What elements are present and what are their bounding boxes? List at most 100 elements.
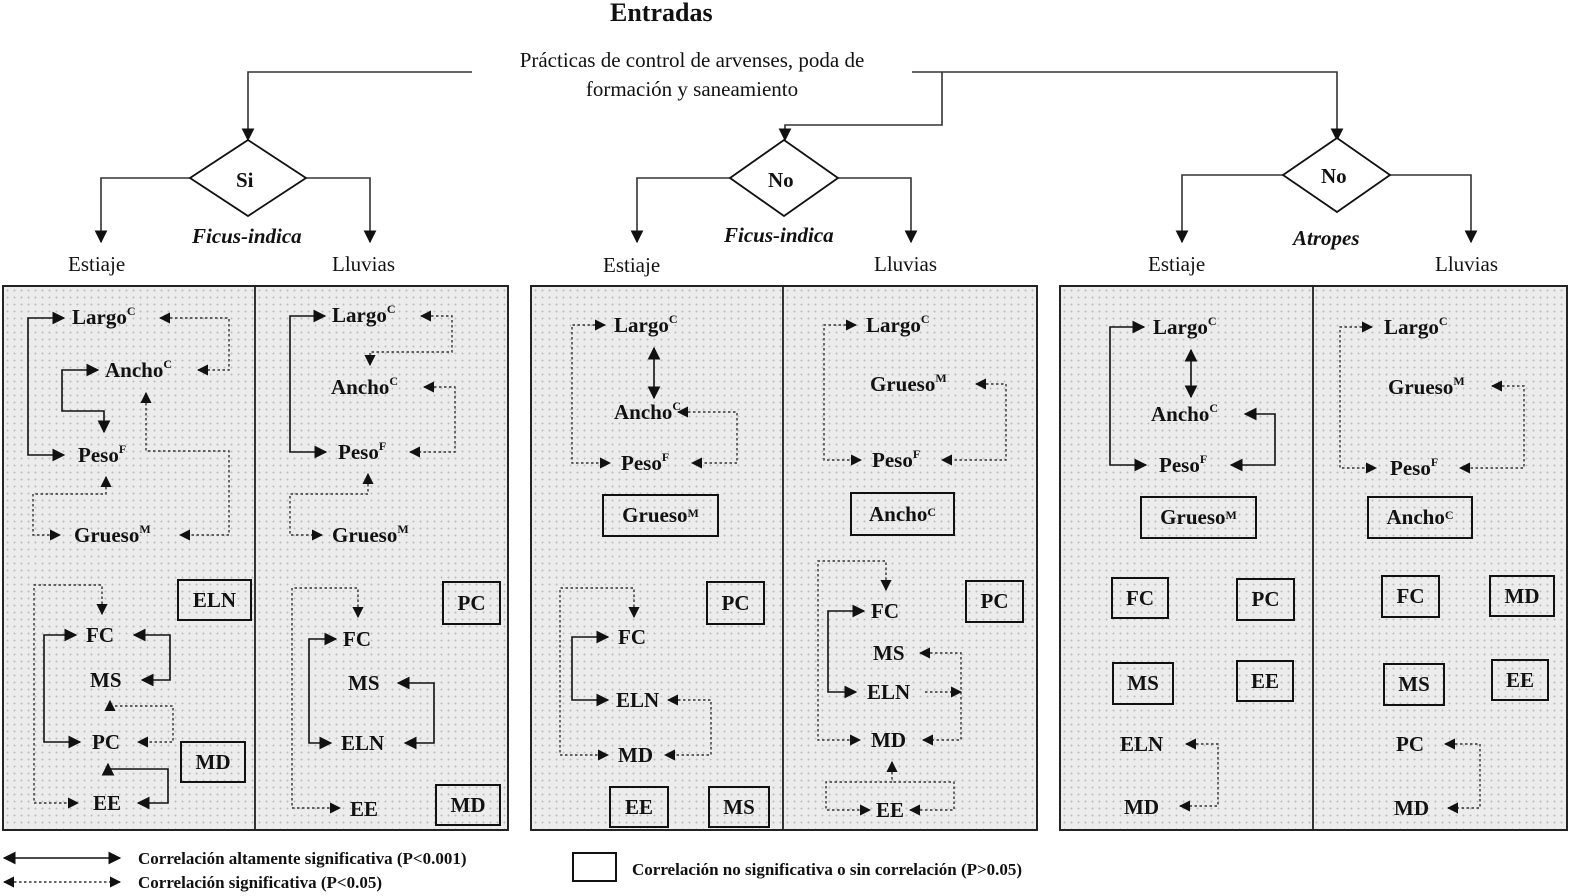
dotted-arrow bbox=[104, 699, 174, 748]
var-ancho: AnchoC bbox=[331, 374, 399, 399]
var-largo: LargoC bbox=[614, 312, 678, 337]
var-ancho: AnchoC bbox=[614, 399, 682, 424]
branch-line bbox=[630, 177, 730, 244]
decision-label: No bbox=[768, 168, 794, 192]
solid-arrow bbox=[289, 309, 328, 459]
dotted-arrow bbox=[33, 584, 108, 809]
branch-line bbox=[94, 177, 190, 244]
solid-arrow bbox=[43, 628, 82, 749]
var-ancho: AnchoC bbox=[1151, 401, 1219, 426]
var-largo: LargoC bbox=[1384, 314, 1448, 339]
dotted-arrow bbox=[918, 647, 962, 746]
decision-label: No bbox=[1321, 164, 1347, 188]
decision-diamond bbox=[1281, 136, 1392, 214]
var-largo: LargoC bbox=[1153, 314, 1217, 339]
var-grueso: GruesoM bbox=[1388, 374, 1465, 399]
var-ee: EE bbox=[350, 797, 379, 821]
dotted-arrow bbox=[676, 406, 738, 469]
box-pc: PC bbox=[442, 581, 501, 625]
var-eln: ELN bbox=[867, 680, 911, 704]
var-peso: PesoF bbox=[621, 450, 670, 475]
legend-high: Correlación altamente significativa (P<0… bbox=[138, 849, 467, 868]
var-ms: MS bbox=[90, 668, 122, 692]
var-pc: PC bbox=[92, 730, 120, 754]
box-ms: MS bbox=[1383, 663, 1445, 706]
dotted-arrow bbox=[32, 475, 112, 541]
box-ee: EE bbox=[609, 786, 669, 828]
panel-divider bbox=[782, 287, 784, 829]
decision-diamond bbox=[188, 138, 308, 218]
solid-arrow bbox=[1229, 407, 1276, 472]
box-md: MD bbox=[435, 784, 501, 826]
var-fc: FC bbox=[618, 625, 646, 649]
var-peso: PesoF bbox=[1159, 452, 1208, 477]
box-ms: MS bbox=[1112, 662, 1174, 705]
solid-arrow bbox=[827, 604, 866, 699]
dotted-arrow bbox=[140, 391, 230, 541]
solid-arrow bbox=[27, 311, 66, 462]
var-peso: PesoF bbox=[338, 439, 387, 464]
box-pc: PC bbox=[706, 581, 765, 625]
season-dry: Estiaje bbox=[603, 253, 661, 277]
var-md: MD bbox=[618, 743, 653, 767]
dotted-arrow bbox=[1178, 738, 1219, 812]
var-largo: LargoC bbox=[332, 302, 396, 327]
box-ee: EE bbox=[1491, 659, 1549, 701]
var-grueso: GruesoM bbox=[332, 522, 409, 547]
season-dry: Estiaje bbox=[1148, 252, 1206, 276]
var-peso: PesoF bbox=[78, 442, 127, 467]
decision-label: Si bbox=[236, 168, 254, 192]
var-grueso: GruesoM bbox=[74, 522, 151, 547]
branch-line bbox=[838, 177, 918, 244]
input-branch-line bbox=[241, 71, 472, 142]
dotted-arrow bbox=[940, 378, 1007, 466]
solid-arrow bbox=[101, 762, 169, 810]
solid-arrow bbox=[61, 363, 111, 434]
var-fc: FC bbox=[871, 599, 899, 623]
var-pc: PC bbox=[1396, 732, 1424, 756]
panel-divider bbox=[1312, 287, 1314, 829]
dotted-arrow bbox=[663, 694, 712, 761]
var-md: MD bbox=[1394, 796, 1429, 820]
var-fc: FC bbox=[86, 623, 114, 647]
var-ee: EE bbox=[876, 798, 905, 822]
var-ancho: AnchoC bbox=[105, 357, 173, 382]
season-rain: Lluvias bbox=[874, 252, 937, 276]
var-peso: PesoF bbox=[872, 447, 921, 472]
season-dry: Estiaje bbox=[68, 252, 126, 276]
dotted-arrow bbox=[291, 587, 364, 814]
solid-arrow bbox=[308, 632, 338, 750]
box-fc: FC bbox=[1111, 577, 1169, 619]
season-rain: Lluvias bbox=[1435, 252, 1498, 276]
season-rain: Lluvias bbox=[332, 252, 395, 276]
box-md: MD bbox=[180, 741, 246, 783]
var-peso: PesoF bbox=[1390, 455, 1439, 480]
var-largo: LargoC bbox=[72, 304, 136, 329]
dotted-arrow bbox=[158, 312, 230, 376]
dotted-arrow bbox=[408, 381, 456, 458]
branch-line bbox=[1175, 174, 1283, 244]
var-ee: EE bbox=[93, 791, 122, 815]
legend-box-icon bbox=[572, 852, 617, 882]
species-label: Atropes bbox=[1293, 226, 1360, 250]
var-eln: ELN bbox=[616, 688, 660, 712]
dotted-arrow bbox=[364, 310, 453, 367]
species-label: Ficus-indica bbox=[192, 224, 302, 248]
box-fc: FC bbox=[1381, 575, 1440, 618]
solid-arrow bbox=[571, 630, 610, 707]
branch-line bbox=[1390, 174, 1478, 244]
decision-diamond bbox=[728, 138, 840, 218]
input-branch-line bbox=[912, 71, 1344, 142]
dotted-arrow bbox=[1339, 321, 1378, 474]
dotted-arrow bbox=[1443, 738, 1481, 814]
solid-arrow bbox=[132, 628, 171, 687]
panel-divider bbox=[254, 287, 256, 829]
var-eln: ELN bbox=[341, 731, 385, 755]
dotted-arrow bbox=[825, 760, 898, 816]
var-fc: FC bbox=[343, 627, 371, 651]
box-ms: MS bbox=[708, 786, 770, 828]
